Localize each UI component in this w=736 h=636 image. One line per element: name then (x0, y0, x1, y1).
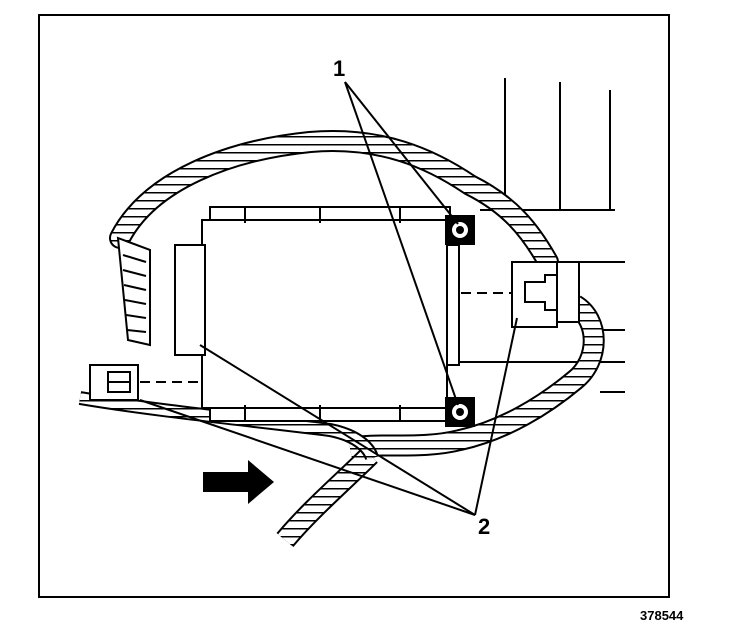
leader-lines-2 (139, 317, 518, 516)
control-module (174, 206, 460, 422)
figure-number: 378544 (640, 608, 684, 623)
callout-2-label: 2 (478, 514, 490, 539)
connector-right (461, 261, 580, 328)
connector-left (89, 364, 202, 401)
callout-1-label: 1 (333, 56, 345, 81)
fastener-lower (445, 397, 475, 427)
figure-border (38, 14, 670, 598)
fastener-upper (445, 215, 475, 245)
leader-lines-1 (344, 81, 459, 406)
harness-end-left (116, 236, 151, 347)
direction-arrow-icon (203, 460, 274, 504)
wiring-harness-upper (109, 130, 559, 273)
wiring-harness-right (347, 295, 605, 459)
